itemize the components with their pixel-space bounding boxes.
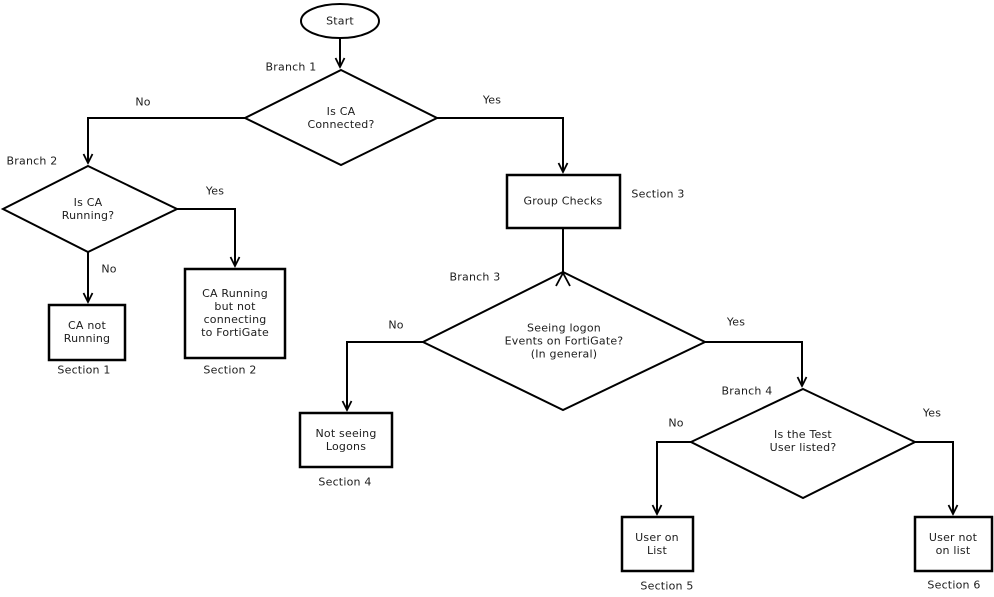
process-user-not-on-list — [913, 515, 994, 573]
edge-label-no-1: No — [135, 95, 151, 109]
connector-no-to-user-on-list — [657, 441, 691, 514]
box-user-not-on-list-label: User not on list — [928, 531, 978, 557]
section6-caption: Section 6 — [927, 578, 981, 592]
section1-caption: Section 1 — [57, 363, 111, 377]
edge-label-yes-1: Yes — [482, 93, 502, 107]
connector-no-to-ca-running — [88, 117, 245, 163]
process-user-on-list — [620, 515, 695, 573]
edge-label-yes-2: Yes — [205, 184, 225, 198]
decision-seeing-logon-label: Seeing logon Events on FortiGate? (In ge… — [504, 321, 624, 361]
connector-no-to-not-seeing-logons — [347, 341, 423, 410]
branch2-label: Branch 2 — [6, 154, 58, 168]
process-not-seeing-logons — [298, 411, 394, 469]
connector-yes-to-user-not-on-list — [915, 441, 953, 514]
process-ca-running-not-connecting — [183, 267, 287, 360]
edge-label-yes-4: Yes — [922, 406, 942, 420]
branch4-label: Branch 4 — [721, 384, 773, 398]
section5-caption: Section 5 — [640, 579, 694, 593]
connector-yes-to-group-checks — [437, 117, 563, 172]
decision-ca-connected-label: Is CA Connected? — [307, 105, 375, 131]
edge-label-no-3: No — [388, 318, 404, 332]
edge-label-yes-3: Yes — [726, 315, 746, 329]
decision-is-test-user-listed — [688, 387, 918, 500]
section3-caption: Section 3 — [631, 187, 685, 201]
edge-label-no-4: No — [668, 416, 684, 430]
start-label: Start — [326, 14, 354, 28]
decision-ca-running-label: Is CA Running? — [61, 196, 115, 222]
process-group-checks — [505, 173, 622, 230]
branch3-label: Branch 3 — [449, 270, 501, 284]
decision-is-ca-running — [0, 164, 180, 254]
section4-caption: Section 4 — [318, 475, 372, 489]
decision-seeing-logon-events — [420, 270, 708, 412]
section2-caption: Section 2 — [203, 363, 257, 377]
start-node — [300, 3, 380, 39]
box-ca-not-running-label: CA not Running — [63, 319, 111, 345]
decision-test-user-label: Is the Test User listed? — [769, 428, 837, 454]
process-ca-not-running — [47, 303, 127, 362]
decision-is-ca-connected — [242, 68, 440, 167]
box-group-checks-label: Group Checks — [523, 194, 603, 208]
box-user-on-list-label: User on List — [635, 531, 679, 557]
edge-label-no-2: No — [101, 262, 117, 276]
connector-yes-to-ca-running-not-connecting — [177, 208, 235, 266]
connector-yes-to-test-user — [705, 341, 802, 386]
branch1-label: Branch 1 — [265, 60, 317, 74]
box-not-seeing-logons-label: Not seeing Logons — [315, 427, 377, 453]
box-ca-running-not-connecting-label: CA Running but not connecting to FortiGa… — [201, 287, 269, 339]
